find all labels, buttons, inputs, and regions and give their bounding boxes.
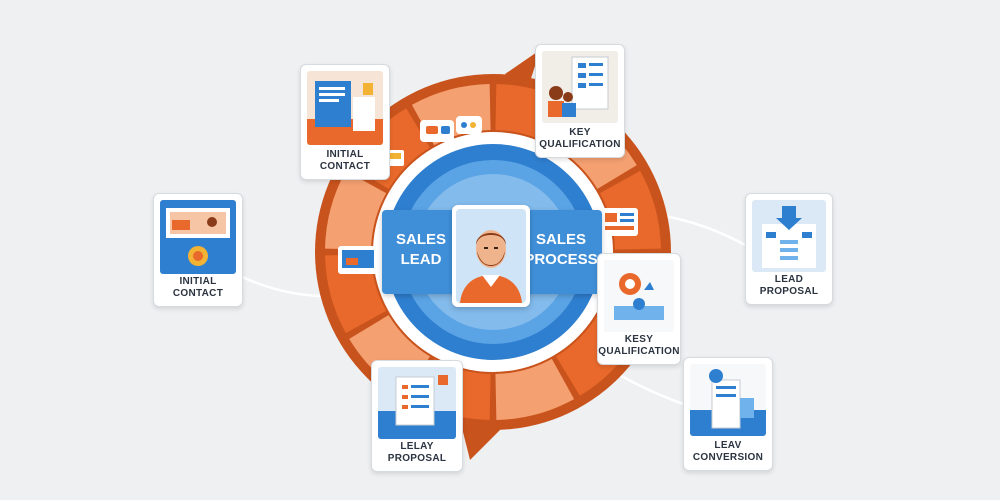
card-label-line1: KESY — [624, 334, 654, 345]
wheel-segment — [325, 170, 387, 250]
card-label-line1: KEY — [569, 127, 591, 138]
card-label-line1: INITIAL — [326, 149, 364, 160]
person-icon — [456, 209, 526, 303]
card-initial-contact-left: INITIAL CONTACT — [153, 193, 243, 307]
card-initial-contact-top: INITIAL CONTACT — [300, 64, 390, 180]
card-label: LELAY PROPOSAL — [372, 441, 462, 465]
card-image — [690, 364, 766, 436]
wheel-segment — [495, 358, 575, 420]
wheel-icon-screen-left — [338, 246, 378, 274]
card-label-line2: CONTACT — [319, 161, 371, 172]
card-label-line2: CONVERSION — [692, 452, 764, 463]
card-label: LEAV CONVERSION — [684, 440, 772, 464]
card-label-line2: CONTACT — [172, 288, 224, 299]
card-label-line1: LEAD — [774, 274, 804, 285]
card-image — [542, 51, 618, 123]
wheel-icon-small-top-left — [386, 150, 404, 166]
center-right-line1: SALES — [535, 231, 586, 248]
card-label-line1: LEAV — [714, 440, 742, 451]
card-label: INITIAL CONTACT — [154, 276, 242, 300]
card-label-line2: PROPOSAL — [387, 453, 447, 464]
card-label-line2: QUALIFICATION — [598, 346, 680, 357]
wheel-tail-bottom — [460, 420, 505, 460]
card-label-line1: INITIAL — [179, 276, 217, 287]
card-lead-conversion: LEAV CONVERSION — [683, 357, 773, 471]
checklist-icon — [542, 51, 618, 123]
card-proposal-bottom: LELAY PROPOSAL — [371, 360, 463, 472]
conversion-icon — [690, 364, 766, 436]
wheel-icon-form-right — [600, 208, 638, 236]
document-icon — [307, 71, 383, 145]
card-image — [307, 71, 383, 145]
card-image — [378, 367, 456, 439]
contact-screen-icon — [160, 200, 236, 274]
card-lead-proposal: LEAD PROPOSAL — [745, 193, 833, 305]
wheel-icon-chat — [420, 116, 482, 142]
center-left-line1: SALES — [395, 231, 446, 248]
qualification-icon — [604, 260, 674, 332]
card-image — [604, 260, 674, 332]
card-label: KESY QUALIFICATION — [598, 334, 680, 358]
proposal-document-icon — [378, 367, 456, 439]
center-left-text: SALES LEAD — [390, 230, 452, 270]
card-label-line1: LELAY — [400, 441, 434, 452]
wheel-tail-top — [505, 50, 540, 88]
card-label-line2: QUALIFICATION — [539, 139, 621, 150]
building-icon — [752, 200, 826, 272]
wheel-segment — [325, 254, 387, 334]
card-key-qualification-top: KEY QUALIFICATION — [535, 44, 625, 158]
avatar — [452, 205, 530, 307]
card-label: INITIAL CONTACT — [301, 149, 389, 173]
card-label: KEY QUALIFICATION — [536, 127, 624, 151]
card-key-qualification-right: KESY QUALIFICATION — [597, 253, 681, 365]
center-left-line2: LEAD — [400, 251, 442, 268]
center-right-text: SALES PROCESS — [522, 230, 600, 270]
card-image — [160, 200, 236, 274]
card-label-line2: PROPOSAL — [759, 286, 819, 297]
card-label: LEAD PROPOSAL — [746, 274, 832, 298]
center-right-line2: PROCESS — [524, 251, 598, 268]
card-image — [752, 200, 826, 272]
